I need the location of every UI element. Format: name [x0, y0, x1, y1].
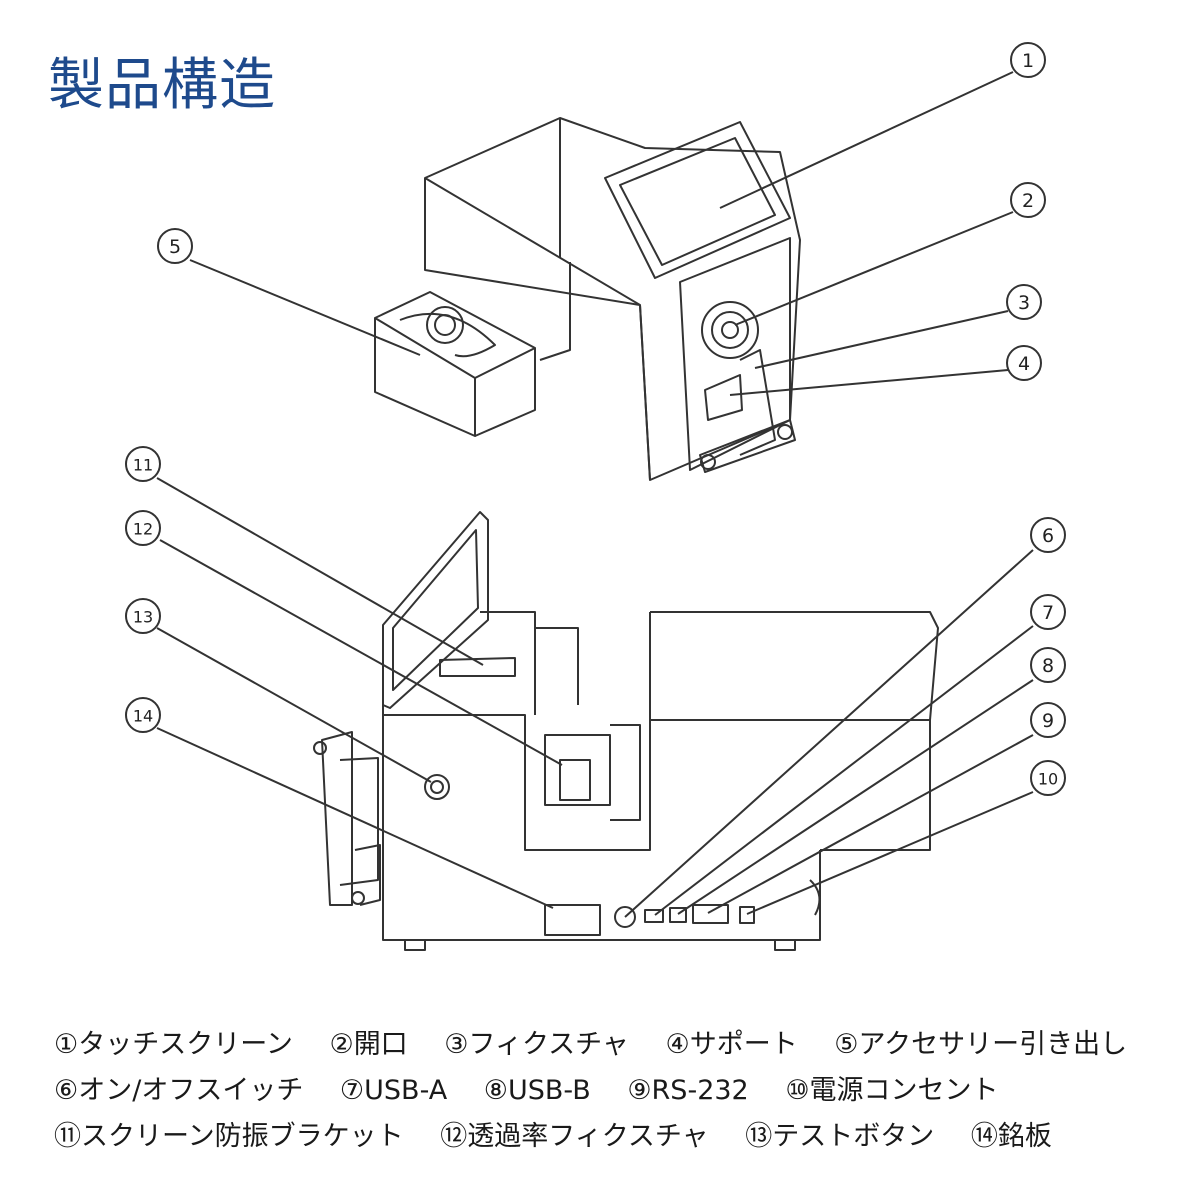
callout-7: 7 [1042, 602, 1054, 624]
legend-text: テストボタン [772, 1121, 935, 1152]
legend-text: 開口 [353, 1029, 408, 1060]
legend-text: 銘板 [997, 1121, 1052, 1152]
legend-number: ⑬ [745, 1121, 773, 1152]
callout-12: 12 [133, 520, 153, 539]
legend-item: ②開口 [329, 1029, 407, 1060]
legend-item: ⑦USB-A [340, 1075, 447, 1106]
legend-text: 透過率フィクスチャ [467, 1121, 709, 1152]
legend-number: ⑥ [54, 1075, 79, 1106]
legend-item: ⑥オン/オフスイッチ [54, 1075, 303, 1106]
callout-8: 8 [1042, 655, 1054, 677]
legend-text: オン/オフスイッチ [78, 1075, 304, 1106]
legend-item: ④サポート [665, 1029, 797, 1060]
legend-item: ⑪スクリーン防振ブラケット [54, 1121, 404, 1152]
instrument-side-view [313, 511, 939, 951]
legend-text: フィクスチャ [468, 1029, 629, 1060]
legend-number: ⑦ [339, 1075, 365, 1106]
legend-number: ⑧ [483, 1075, 508, 1106]
parts-legend: ①タッチスクリーン ②開口 ③フィクスチャ ④サポート ⑤アクセサリー引き出し … [54, 1022, 1174, 1160]
page-title: 製品構造 [48, 53, 276, 118]
callout-14: 14 [133, 707, 153, 726]
legend-item: ⑬テストボタン [745, 1121, 934, 1152]
legend-number: ⑤ [834, 1029, 859, 1060]
legend-text: サポート [689, 1029, 798, 1060]
legend-text: スクリーン防振ブラケット [81, 1121, 404, 1152]
legend-number: ⑭ [970, 1121, 998, 1152]
callout-6: 6 [1042, 525, 1054, 547]
legend-number: ⑨ [627, 1075, 652, 1106]
legend-text: タッチスクリーン [78, 1029, 293, 1060]
legend-number: ④ [665, 1029, 690, 1060]
legend-number: ① [54, 1029, 79, 1060]
callout-11: 11 [133, 456, 153, 475]
callout-13: 13 [133, 608, 153, 627]
legend-number: ⑫ [440, 1121, 468, 1152]
legend-item: ③フィクスチャ [444, 1029, 629, 1060]
callout-10: 10 [1038, 770, 1058, 789]
legend-item: ⑭銘板 [971, 1121, 1052, 1152]
legend-text: アクセサリー引き出し [858, 1029, 1128, 1060]
callout-2: 2 [1022, 190, 1034, 212]
legend-text: 電源コンセント [809, 1075, 999, 1106]
legend-number: ⑪ [54, 1121, 81, 1152]
callout-5: 5 [169, 236, 181, 258]
legend-item: ⑨RS-232 [627, 1075, 748, 1106]
callout-9: 9 [1042, 710, 1054, 732]
legend-text: USB-B [508, 1075, 591, 1106]
legend-number: ⑩ [785, 1075, 810, 1106]
callout-3: 3 [1018, 292, 1030, 314]
legend-text: RS-232 [651, 1075, 749, 1106]
legend-text: USB-A [364, 1075, 448, 1106]
callout-4: 4 [1018, 353, 1030, 375]
legend-item: ⑧USB-B [484, 1075, 591, 1106]
product-structure-diagram: 1 2 3 4 5 6 7 8 9 10 11 12 13 14 [125, 42, 1066, 951]
legend-number: ③ [444, 1029, 469, 1060]
legend-item: ⑤アクセサリー引き出し [834, 1029, 1127, 1060]
legend-item: ⑫透過率フィクスチャ [440, 1121, 708, 1152]
instrument-top-view [374, 117, 801, 481]
legend-item: ⑩電源コンセント [785, 1075, 998, 1106]
legend-item: ①タッチスクリーン [54, 1029, 293, 1060]
callout-1: 1 [1022, 50, 1034, 72]
legend-number: ② [329, 1029, 354, 1060]
